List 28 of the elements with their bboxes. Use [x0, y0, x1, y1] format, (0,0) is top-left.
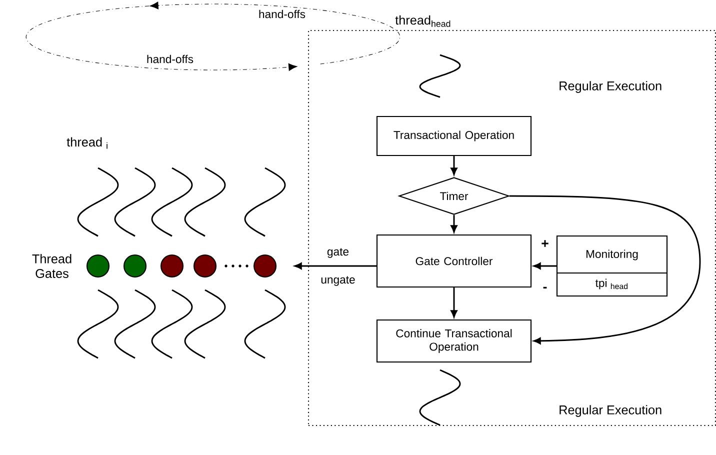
gate-circle [160, 254, 184, 278]
sign-label: - [543, 286, 547, 288]
node-label: thread$_{head}$ [395, 15, 450, 27]
process-box: Gate Controller [376, 234, 532, 288]
gate-circle [86, 254, 110, 278]
signal-label: gate [327, 248, 349, 258]
arrow [294, 262, 376, 270]
gate-circle [253, 254, 277, 278]
gate-circle [193, 254, 217, 278]
arrow [26, 6, 298, 71]
arrow [533, 262, 556, 270]
regular-execution-label: Regular Execution [560, 81, 662, 93]
process-box: Continue Transactional Operation [376, 319, 532, 363]
row-label: Thread Gates [32, 254, 72, 278]
arrow [150, 2, 400, 64]
regular-execution-label: Regular Execution [560, 405, 662, 417]
arrow [510, 195, 701, 344]
edge-label: hand-offs [257, 8, 307, 20]
split-box: Monitoring tpi $_{head}$ [556, 235, 668, 297]
arrow [450, 215, 458, 233]
edge-label: hand-offs [145, 54, 195, 64]
process-box: Transactional Operation [376, 116, 532, 156]
sign-label: + [542, 240, 548, 247]
gate-circle [123, 254, 147, 278]
signal-label: ungate [321, 276, 355, 286]
arrow [450, 288, 458, 318]
arrow [450, 156, 458, 176]
thread-label: thread $_{i}$ [66, 137, 108, 149]
